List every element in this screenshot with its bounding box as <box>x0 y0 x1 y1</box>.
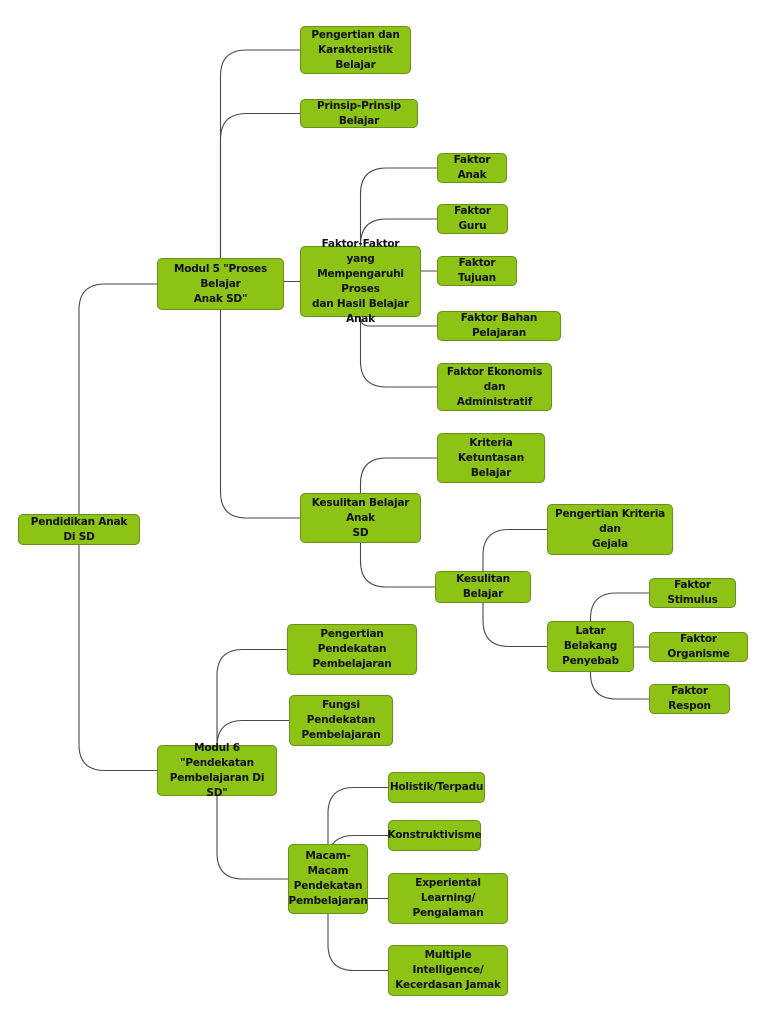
node-multiple-intelligence[interactable]: Multiple Intelligence/ Kecerdasan Jamak <box>388 945 508 996</box>
connector-line <box>359 218 437 317</box>
node-faktor-tujuan[interactable]: Faktor Tujuan <box>437 256 517 286</box>
node-kriteria-ketuntasan-belajar[interactable]: Kriteria Ketuntasan Belajar <box>437 433 545 483</box>
connector-line <box>219 310 300 519</box>
node-konstruktivisme[interactable]: Konstruktivisme <box>388 820 482 851</box>
node-pendidikan-anak-di-sd[interactable]: Pendidikan Anak Di SD <box>18 514 140 545</box>
connector-line <box>219 112 300 310</box>
connector-line <box>216 648 287 796</box>
node-kesulitan-belajar-anak-sd[interactable]: Kesulitan Belajar Anak SD <box>300 493 421 543</box>
node-pengertian-pendekatan-pembelajaran[interactable]: Pengertian Pendekatan Pembelajaran <box>287 624 417 675</box>
connector-line <box>589 672 649 700</box>
connector-line <box>327 914 388 972</box>
node-macam-macam-pendekatan[interactable]: Macam-Macam Pendekatan Pembelajaran <box>288 844 368 914</box>
node-modul-6[interactable]: Modul 6 "Pendekatan Pembelajaran Di SD" <box>157 742 277 799</box>
node-faktor-respon[interactable]: Faktor Respon <box>649 684 730 714</box>
node-faktor-organisme[interactable]: Faktor Organisme <box>649 632 748 662</box>
connector-line <box>219 49 300 310</box>
connector-line <box>482 528 547 587</box>
connector-line <box>359 317 437 388</box>
connector-line <box>78 529 157 772</box>
node-holistik-terpadu[interactable]: Holistik/Terpadu <box>388 772 485 803</box>
node-faktor-stimulus[interactable]: Faktor Stimulus <box>649 578 736 608</box>
connector-line <box>589 592 649 672</box>
node-faktor-bahan-pelajaran[interactable]: Faktor Bahan Pelajaran <box>437 311 561 341</box>
connector-line <box>216 796 288 880</box>
connector-line <box>482 587 547 648</box>
node-faktor-faktor[interactable]: Faktor-Faktor yang Mempengaruhi Proses d… <box>300 238 421 325</box>
node-prinsip-prinsip-belajar[interactable]: Prinsip-Prinsip Belajar <box>300 99 418 128</box>
connector-line <box>359 543 435 588</box>
node-fungsi-pendekatan-pembelajaran[interactable]: Fungsi Pendekatan Pembelajaran <box>289 695 393 746</box>
node-faktor-anak[interactable]: Faktor Anak <box>437 153 507 183</box>
node-pengertian-kriteria-gejala[interactable]: Pengertian Kriteria dan Gejala <box>547 504 673 555</box>
node-kesulitan-belajar[interactable]: Kesulitan Belajar <box>435 571 531 603</box>
connector-line <box>78 283 157 530</box>
node-faktor-ekonomis-administratif[interactable]: Faktor Ekonomis dan Administratif <box>437 363 552 411</box>
connector-line <box>359 457 437 543</box>
node-experiental-learning[interactable]: Experiental Learning/ Pengalaman <box>388 873 508 924</box>
node-modul-5[interactable]: Modul 5 "Proses Belajar Anak SD" <box>157 258 284 310</box>
node-pengertian-karakteristik-belajar[interactable]: Pengertian dan Karakteristik Belajar <box>300 26 411 74</box>
connector-line <box>359 167 437 317</box>
connector-line <box>327 786 388 914</box>
node-faktor-guru[interactable]: Faktor Guru <box>437 204 508 234</box>
node-latar-belakang-penyebab[interactable]: Latar Belakang Penyebab <box>547 621 634 672</box>
